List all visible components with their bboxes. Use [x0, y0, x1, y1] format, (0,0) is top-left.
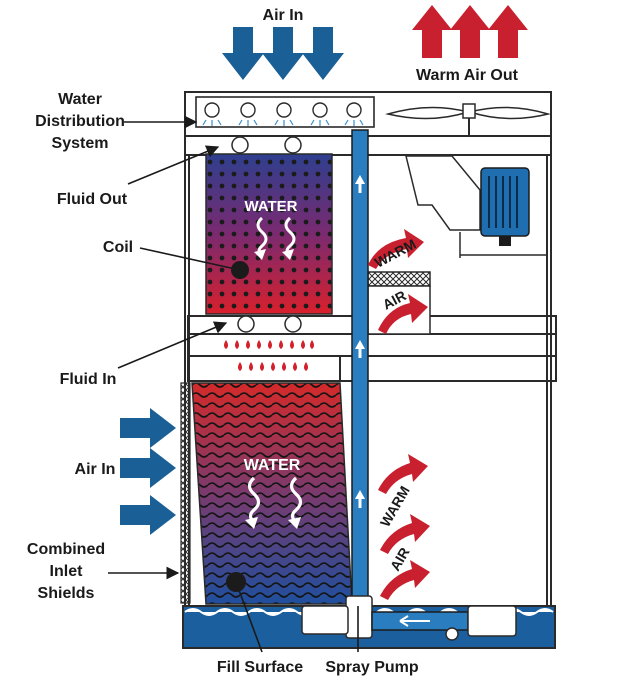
warm-air-arrows-upper: [368, 229, 428, 334]
warm-air-curve-icon: [378, 454, 428, 494]
air-in-arrow-icon: [120, 448, 176, 488]
fluid-out-label: Fluid Out: [57, 191, 128, 208]
warm-air-curve-icon: [378, 294, 428, 334]
fill-surface: WATER: [191, 382, 353, 605]
warm-air-out-arrows: [412, 5, 528, 58]
water-distribution-label-line1: Water: [58, 91, 102, 108]
riser-pipe: [351, 129, 369, 609]
warm-air-out-label: Warm Air Out: [416, 67, 519, 84]
air-in-arrow-icon: [120, 495, 176, 535]
warm-air-curve-icon: [368, 229, 424, 269]
air-in-arrow-icon: [120, 408, 176, 448]
air-in-arrow-icon: [302, 27, 344, 80]
motor-icon: [480, 167, 530, 246]
motor-assembly: [405, 155, 547, 258]
squiggle-arrow-icon: [247, 476, 303, 524]
air-in-arrow-icon: [222, 27, 264, 80]
water-droplets: [224, 340, 314, 371]
warm-air-curve-icon: [380, 514, 430, 554]
fill-water-label: WATER: [244, 457, 301, 474]
combined-inlet-shields-label-line1: Combined: [27, 541, 105, 558]
spray-pump: [301, 595, 517, 641]
combined-inlet-shields: [180, 382, 191, 604]
warm-air-arrow-icon: [488, 5, 528, 58]
water-distribution-label-line2: Distribution: [35, 113, 125, 130]
fill-surface-label: Fill Surface: [217, 659, 303, 676]
air-in-top-arrows: [222, 27, 344, 80]
coil-water-label: WATER: [244, 198, 297, 215]
warm-air-arrows-lower: [378, 454, 430, 600]
air-in-top-label: Air In: [263, 7, 304, 24]
fluid-in-label: Fluid In: [60, 371, 117, 388]
air-in-side-label: Air In: [75, 461, 116, 478]
coil: WATER: [205, 136, 333, 333]
spray-nozzle-icon: [204, 102, 362, 118]
air-in-side-arrows: [120, 408, 176, 535]
air-in-arrow-icon: [262, 27, 304, 80]
coil-pointer-dot: [231, 261, 249, 279]
warm-air-arrow-icon: [412, 5, 452, 58]
coil-label: Coil: [103, 239, 133, 256]
water-distribution-label-line3: System: [52, 135, 109, 152]
leader-lines: [108, 115, 359, 653]
fan-icon: [385, 103, 551, 136]
warm-air-arrow-icon: [450, 5, 490, 58]
warm-air-curve-icon: [380, 560, 430, 600]
spray-pump-label: Spray Pump: [325, 659, 419, 676]
water-distribution-system: [195, 96, 375, 128]
combined-inlet-shields-label-line2: Inlet: [50, 563, 84, 580]
fill-pointer-dot: [226, 572, 246, 592]
combined-inlet-shields-label-line3: Shields: [38, 585, 95, 602]
